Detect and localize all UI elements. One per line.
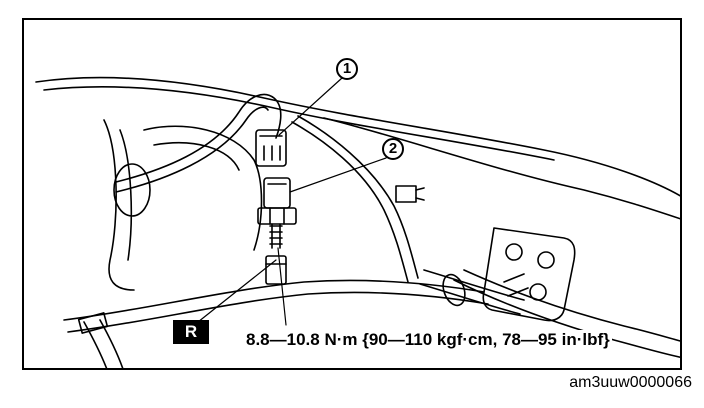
hose-left-2 bbox=[99, 319, 124, 368]
switch-hex bbox=[257, 207, 297, 225]
pipe-tip bbox=[503, 273, 529, 297]
diagram-frame: 1 2 R 8.8—10.8 N·m {90—110 kgf·cm, 78—95… bbox=[22, 18, 682, 370]
leader-badge bbox=[197, 259, 277, 323]
body-panel-lower bbox=[323, 117, 680, 220]
leader-torque bbox=[277, 247, 287, 326]
wire-harness bbox=[115, 93, 282, 183]
hose-left bbox=[83, 321, 108, 368]
wire-run bbox=[291, 121, 409, 283]
reference-badge: R bbox=[173, 320, 209, 344]
leader-2 bbox=[289, 157, 387, 193]
grommet-hole bbox=[113, 163, 151, 217]
engine-bay-illustration bbox=[35, 76, 680, 368]
bracket-left-2 bbox=[119, 129, 133, 261]
flange-hole-2 bbox=[537, 251, 555, 269]
panel-recess-2 bbox=[153, 142, 240, 171]
pipe-right bbox=[423, 269, 525, 301]
flange-plate bbox=[482, 227, 576, 322]
pipe-joint bbox=[442, 273, 466, 307]
hose-clamp bbox=[77, 312, 109, 334]
mounting-port bbox=[265, 255, 287, 285]
lower-pipe-2 bbox=[67, 291, 489, 333]
callout-1: 1 bbox=[336, 58, 358, 80]
switch-body bbox=[263, 177, 291, 209]
lower-pipe bbox=[63, 279, 485, 321]
pipe-right-2 bbox=[419, 283, 521, 315]
callout-2: 2 bbox=[382, 138, 404, 160]
connector-body bbox=[255, 129, 287, 167]
switch-thread bbox=[269, 223, 283, 249]
body-panel-upper bbox=[35, 76, 680, 197]
body-panel-upper-2 bbox=[43, 86, 555, 161]
figure-id: am3uuw0000066 bbox=[569, 374, 692, 391]
wire-run-2 bbox=[297, 115, 419, 279]
flange-hole-1 bbox=[505, 243, 523, 261]
torque-spec-label: 8.8—10.8 N·m {90—110 kgf·cm, 78—95 in·lb… bbox=[244, 330, 612, 350]
panel-recess bbox=[143, 125, 263, 251]
wire-clip bbox=[395, 185, 417, 203]
wire-harness-2 bbox=[115, 106, 269, 193]
bracket-left bbox=[103, 119, 135, 291]
pipe-diagonal-2 bbox=[463, 269, 680, 342]
leader-1 bbox=[278, 77, 343, 136]
